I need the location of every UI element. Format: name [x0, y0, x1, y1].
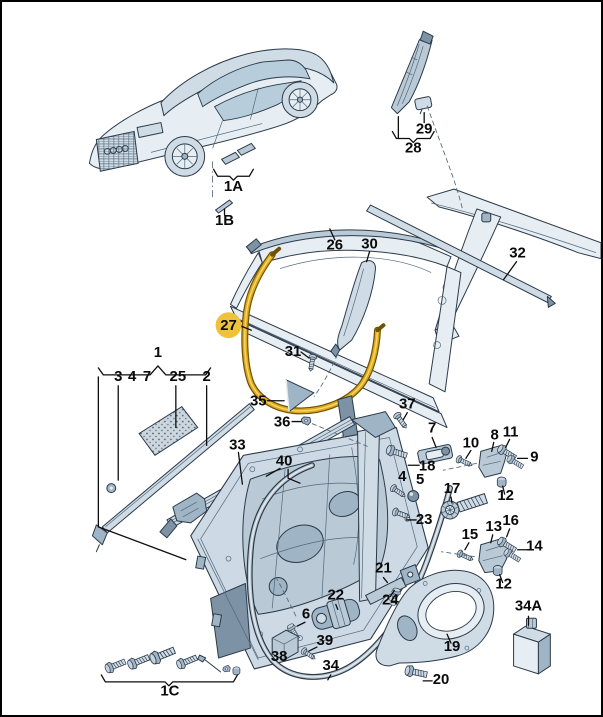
part-label-4-group: 4 — [128, 369, 137, 385]
highlight-badge-27[interactable] — [215, 312, 242, 339]
trim-clip-29 — [414, 96, 433, 115]
front-wheel — [164, 135, 206, 177]
part-label-19: 19 — [444, 639, 461, 655]
part-label-9: 9 — [530, 449, 538, 465]
part-label-37: 37 — [399, 397, 416, 413]
hinge-bolt-17 — [440, 493, 488, 520]
rear-wheel — [281, 81, 319, 119]
nut-12-lower — [492, 565, 503, 576]
part-label-1B: 1B — [215, 213, 234, 229]
check-body-22 — [311, 597, 361, 630]
audi-rings-icon — [103, 144, 129, 155]
lock-striker-7 — [417, 444, 454, 465]
part-label-18: 18 — [419, 458, 436, 474]
door-rear-frame-rail — [351, 411, 396, 602]
part-label-1C: 1C — [160, 684, 179, 700]
part-label-26: 26 — [326, 238, 343, 254]
part-label-15: 15 — [462, 527, 479, 543]
part-label-8: 8 — [491, 427, 499, 443]
part-label-16: 16 — [502, 513, 519, 529]
part-label-6: 6 — [302, 606, 310, 622]
part-label-31: 31 — [285, 344, 302, 360]
windshield — [197, 59, 311, 108]
mirror-triangle-trim-35 — [285, 379, 315, 413]
part-label-3: 3 — [114, 369, 122, 385]
headlight — [136, 122, 164, 138]
part-label-24: 24 — [382, 592, 399, 608]
part-label-11: 11 — [503, 424, 519, 440]
damping-pad-25 — [138, 406, 199, 457]
part-label-1A: 1A — [224, 179, 243, 195]
sill-strip-parts-1A-1B — [215, 142, 256, 214]
speaker-bracket-19 — [375, 569, 495, 667]
part-label-23: 23 — [416, 512, 433, 528]
bolt-20 — [403, 664, 429, 681]
part-label-7-group: 7 — [143, 369, 151, 385]
part-label-4: 4 — [398, 469, 407, 485]
door-aperture-frame — [229, 232, 462, 429]
check-arm-21 — [365, 577, 407, 605]
part-label-12-upper: 12 — [497, 488, 514, 504]
part-label-1: 1 — [154, 345, 162, 361]
part-label-14: 14 — [526, 539, 543, 555]
part-label-5: 5 — [416, 472, 424, 488]
part-label-2: 2 — [202, 369, 210, 385]
part-label-38: 38 — [271, 649, 288, 665]
nut-12-upper — [496, 476, 507, 488]
part-label-20: 20 — [433, 672, 450, 688]
part-label-25: 25 — [170, 369, 187, 385]
bracket-38 — [271, 629, 299, 661]
grease-bottle-34A — [513, 617, 551, 675]
part-label-33: 33 — [229, 437, 246, 453]
leader-lines — [97, 105, 530, 687]
part-label-22: 22 — [327, 587, 344, 603]
part-label-28: 28 — [405, 140, 422, 156]
door-seal-27-highlighted — [241, 246, 386, 415]
part-label-30: 30 — [361, 237, 378, 253]
part-label-32: 32 — [509, 246, 526, 262]
part-label-12-lower: 12 — [495, 576, 512, 592]
part-label-10: 10 — [463, 435, 480, 451]
part-label-17: 17 — [444, 481, 461, 497]
part-label-35: 35 — [250, 394, 267, 410]
part-label-36: 36 — [274, 415, 291, 431]
grommet-5 — [407, 490, 420, 503]
vehicle-illustration — [88, 48, 338, 177]
part-label-39: 39 — [317, 633, 334, 649]
part-label-21: 21 — [375, 561, 392, 577]
part-label-13: 13 — [485, 519, 502, 535]
part-label-29: 29 — [416, 122, 433, 138]
door-check-strap — [311, 564, 421, 630]
part-label-34: 34 — [323, 658, 340, 674]
fastener-kit-1C — [103, 643, 241, 676]
b-pillar-trim-30 — [330, 260, 377, 358]
part-label-7-striker: 7 — [428, 421, 436, 437]
door-seal-34 — [246, 462, 453, 680]
part-label-34A: 34A — [515, 598, 543, 614]
part-label-40: 40 — [276, 453, 293, 469]
outer-slot-trim-2 — [91, 403, 255, 553]
pillar-trim-28 — [390, 30, 434, 115]
grommet-3 — [106, 483, 117, 494]
clip-36 — [299, 415, 313, 427]
part-label-27[interactable]: 27 — [220, 318, 237, 334]
